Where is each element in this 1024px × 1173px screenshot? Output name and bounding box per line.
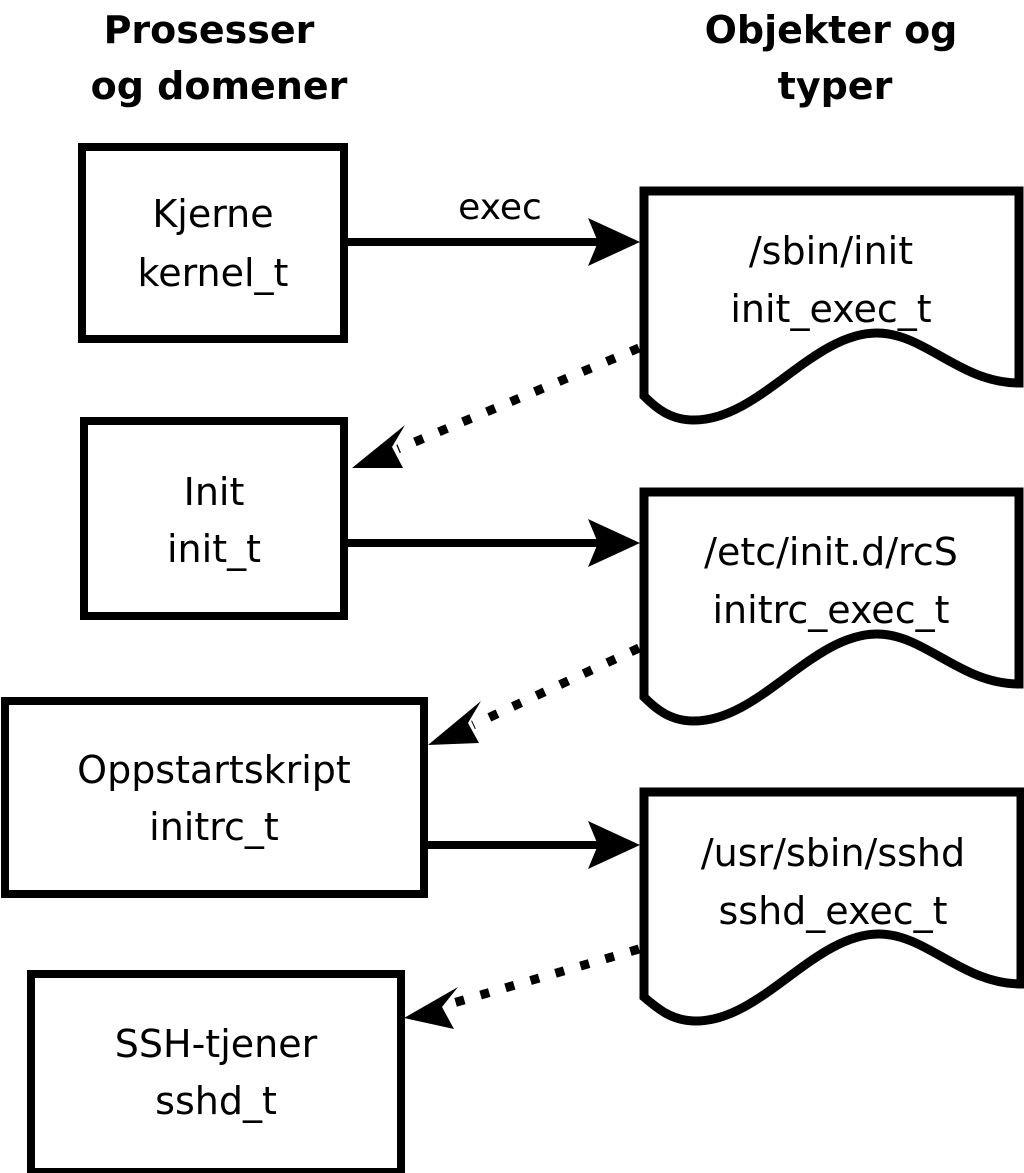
node-label-line2: initrc_t <box>149 805 279 849</box>
edge-transition-init-exec-to-init <box>352 343 641 468</box>
edge-transition-sshd-exec-to-sshd <box>404 944 641 1029</box>
document-shape[interactable] <box>639 186 1024 425</box>
object-node-sshd-exec[interactable]: /usr/sbin/sshd sshd_exec_t <box>639 787 1024 1026</box>
node-label-line2: sshd_exec_t <box>718 889 947 933</box>
node-label-line2: kernel_t <box>138 251 289 295</box>
heading-right-line2: typer <box>778 64 893 108</box>
document-shape[interactable] <box>639 787 1024 1026</box>
edge-exec-initrc-to-sshd-exec <box>428 821 640 869</box>
arrowhead-icon <box>588 218 640 266</box>
node-label-line2: sshd_t <box>155 1079 277 1123</box>
arrowhead-icon <box>428 701 481 745</box>
arrowhead-icon <box>588 821 640 869</box>
node-box[interactable] <box>78 143 348 343</box>
edge-transition-initrc-exec-to-initrc <box>428 643 641 745</box>
edge-exec-init-to-initrc-exec <box>348 519 640 567</box>
arrowhead-icon <box>404 987 458 1029</box>
node-label-line1: Kjerne <box>152 192 273 236</box>
node-label-line1: Oppstartskript <box>77 748 351 792</box>
process-node-sshd[interactable]: SSH-tjener sshd_t <box>27 970 405 1173</box>
node-label-line2: initrc_exec_t <box>713 588 950 632</box>
heading-right-line1: Objekter og <box>705 8 958 52</box>
column-heading-left: Prosesser og domener <box>91 8 348 108</box>
heading-left-line1: Prosesser <box>104 8 315 52</box>
process-node-initrc[interactable]: Oppstartskript initrc_t <box>1 697 428 898</box>
node-box[interactable] <box>1 697 428 898</box>
edge-line <box>471 643 641 730</box>
arrowhead-icon <box>352 425 405 468</box>
process-node-init[interactable]: Init init_t <box>80 417 348 620</box>
process-node-kernel[interactable]: Kjerne kernel_t <box>78 143 348 343</box>
edge-label-exec: exec <box>458 187 542 228</box>
object-node-initrc-exec[interactable]: /etc/init.d/rcS initrc_exec_t <box>639 487 1024 726</box>
node-label-line2: init_exec_t <box>730 287 931 331</box>
node-box[interactable] <box>27 970 405 1173</box>
document-shape[interactable] <box>639 487 1024 726</box>
node-label-line1: /etc/init.d/rcS <box>704 530 958 574</box>
column-heading-right: Objekter og typer <box>705 8 958 108</box>
node-label-line1: /sbin/init <box>749 229 913 273</box>
node-box[interactable] <box>80 417 348 620</box>
object-node-init-exec[interactable]: /sbin/init init_exec_t <box>639 186 1024 425</box>
edge-line <box>396 343 641 454</box>
arrowhead-icon <box>588 519 640 567</box>
node-label-line1: Init <box>184 470 245 514</box>
node-label-line2: init_t <box>167 527 261 571</box>
edge-line <box>448 944 641 1009</box>
node-label-line1: SSH-tjener <box>115 1022 318 1066</box>
node-label-line1: /usr/sbin/sshd <box>701 831 965 875</box>
edge-exec-kernel-to-init-exec: exec <box>348 187 640 266</box>
heading-left-line2: og domener <box>91 64 348 108</box>
